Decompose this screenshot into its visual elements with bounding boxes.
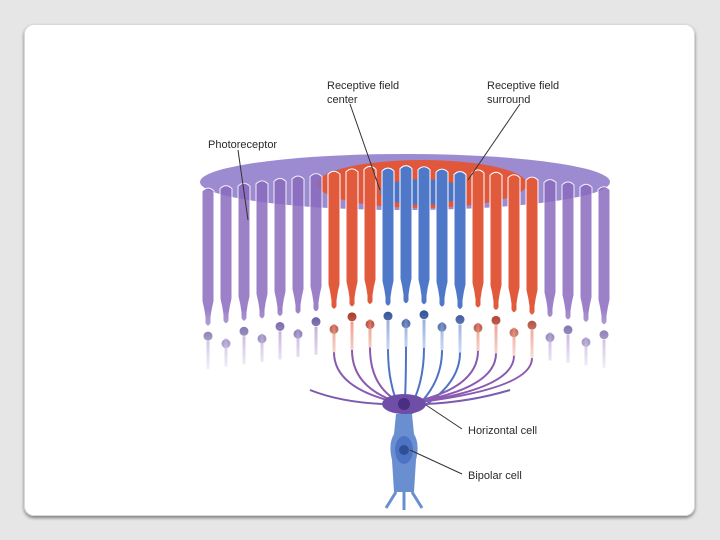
fade-overlay [190, 232, 630, 372]
label-receptive-field-surround-line1: Receptive field [487, 80, 559, 92]
label-receptive-field-surround-line2: surround [487, 94, 530, 106]
label-receptive-field-center-line1: Receptive field [327, 80, 399, 92]
label-photoreceptor: Photoreceptor [208, 139, 277, 151]
retina-illustration: Receptive field center Receptive field s… [190, 72, 630, 512]
label-bipolar-cell: Bipolar cell [468, 470, 522, 482]
bipolar-cell-terminals [386, 492, 422, 510]
bipolar-cell-nucleus [399, 445, 409, 455]
label-receptive-field-center-line2: center [327, 94, 358, 106]
slide-frame: Receptive field center Receptive field s… [24, 24, 695, 516]
retina-receptive-field-diagram: Receptive field center Receptive field s… [190, 72, 630, 512]
label-horizontal-cell: Horizontal cell [468, 425, 537, 437]
horizontal-cell-nucleus [398, 398, 410, 410]
